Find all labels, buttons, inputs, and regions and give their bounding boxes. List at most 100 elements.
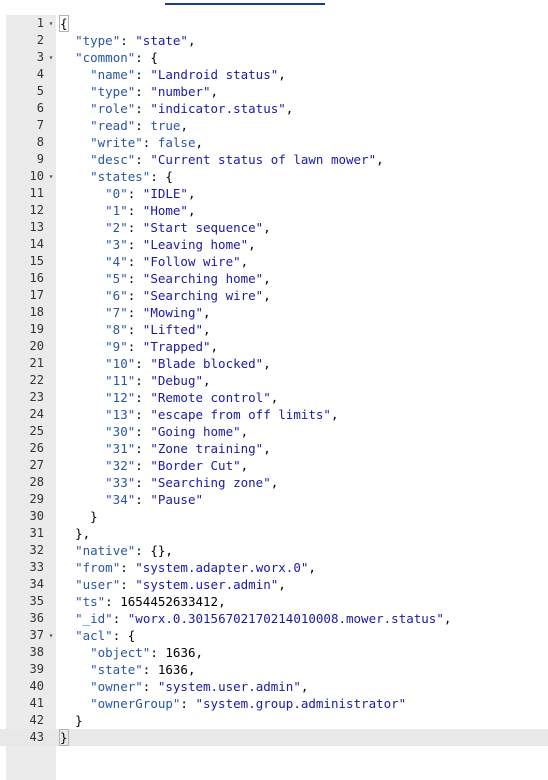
fold-toggle-icon[interactable]: ▾ — [48, 631, 54, 640]
code-line[interactable]: 28 "33": "Searching zone", — [0, 474, 548, 491]
line-number: 30 — [29, 509, 44, 523]
json-key: "ts" — [75, 594, 106, 609]
code-line[interactable]: 8 "write": false, — [0, 134, 548, 151]
code-line[interactable]: 20 "9": "Trapped", — [0, 338, 548, 355]
code-line[interactable]: 42 } — [0, 712, 548, 729]
json-value: "Trapped" — [142, 339, 211, 354]
code-line[interactable]: 19 "8": "Lifted", — [0, 321, 548, 338]
code-line[interactable]: 3▾ "common": { — [0, 49, 548, 66]
code-line[interactable]: 21 "10": "Blade blocked", — [0, 355, 548, 372]
json-value: "Mowing" — [142, 305, 204, 320]
code-line[interactable]: 43} — [0, 729, 548, 746]
json-punctuation: , — [240, 458, 249, 473]
code-line[interactable]: 10▾ "states": { — [0, 168, 548, 185]
json-key: "11" — [105, 373, 136, 388]
line-number: 12 — [29, 203, 44, 217]
json-key: "_id" — [75, 611, 113, 626]
code-line[interactable]: 34 "user": "system.user.admin", — [0, 576, 548, 593]
json-key: "6" — [105, 288, 128, 303]
json-key: "state" — [90, 662, 143, 677]
json-punctuation: , — [195, 645, 204, 660]
code-line[interactable]: 13 "2": "Start sequence", — [0, 219, 548, 236]
json-value: "Searching zone" — [150, 475, 271, 490]
code-line[interactable]: 26 "31": "Zone training", — [0, 440, 548, 457]
line-code: "read": true, — [90, 118, 188, 133]
code-line[interactable]: 11 "0": "IDLE", — [0, 185, 548, 202]
code-line[interactable]: 35 "ts": 1654452633412, — [0, 593, 548, 610]
code-line[interactable]: 22 "11": "Debug", — [0, 372, 548, 389]
code-line[interactable]: 15 "4": "Follow wire", — [0, 253, 548, 270]
code-line[interactable]: 39 "state": 1636, — [0, 661, 548, 678]
line-number: 19 — [29, 322, 44, 336]
code-line[interactable]: 38 "object": 1636, — [0, 644, 548, 661]
code-line[interactable]: 40 "owner": "system.user.admin", — [0, 678, 548, 695]
json-punctuation: , — [278, 67, 286, 82]
json-value: "Landroid status" — [150, 67, 279, 82]
json-key: "owner" — [90, 679, 143, 694]
line-code: "object": 1636, — [90, 645, 204, 660]
code-line[interactable]: 18 "7": "Mowing", — [0, 304, 548, 321]
line-code: "4": "Follow wire", — [105, 254, 249, 269]
fold-toggle-icon[interactable]: ▾ — [48, 53, 54, 62]
code-line[interactable]: 2 "type": "state", — [0, 32, 548, 49]
code-line[interactable]: 29 "34": "Pause" — [0, 491, 548, 508]
line-code: "5": "Searching home", — [105, 271, 271, 286]
json-editor[interactable]: 1▾{2 "type": "state",3▾ "common": {4 "na… — [0, 15, 548, 780]
code-line[interactable]: 7 "read": true, — [0, 117, 548, 134]
json-key: "states" — [90, 169, 151, 184]
json-punctuation: , — [187, 186, 196, 201]
json-punctuation: , — [240, 254, 249, 269]
code-line[interactable]: 1▾{ — [0, 15, 548, 32]
code-line[interactable]: 9 "desc": "Current status of lawn mower"… — [0, 151, 548, 168]
code-line[interactable]: 4 "name": "Landroid status", — [0, 66, 548, 83]
text-cursor — [67, 731, 69, 746]
code-line[interactable]: 33 "from": "system.adapter.worx.0", — [0, 559, 548, 576]
line-code: } — [60, 712, 83, 729]
line-number: 24 — [29, 407, 44, 421]
json-punctuation: , — [203, 373, 211, 388]
json-key: "1" — [105, 203, 128, 218]
line-code: "type": "number", — [90, 84, 219, 99]
code-line[interactable]: 31 }, — [0, 525, 548, 542]
fold-toggle-icon[interactable]: ▾ — [48, 19, 54, 28]
code-line[interactable]: 32 "native": {}, — [0, 542, 548, 559]
fold-toggle-icon[interactable]: ▾ — [48, 172, 54, 181]
code-lines[interactable]: 1▾{2 "type": "state",3▾ "common": {4 "na… — [0, 15, 548, 746]
line-code: "state": 1636, — [90, 662, 196, 677]
line-code: "8": "Lifted", — [105, 322, 211, 337]
line-code: "3": "Leaving home", — [105, 237, 256, 252]
code-line[interactable]: 12 "1": "Home", — [0, 202, 548, 219]
line-code: "1": "Home", — [105, 203, 196, 218]
line-number: 37 — [29, 628, 44, 642]
code-line[interactable]: 30 } — [0, 508, 548, 525]
json-value: "number" — [150, 84, 211, 99]
tab-indicator — [165, 3, 325, 5]
line-number: 39 — [29, 662, 44, 676]
code-line[interactable]: 16 "5": "Searching home", — [0, 270, 548, 287]
json-key: "32" — [105, 458, 136, 473]
json-key: "34" — [105, 492, 136, 507]
code-line[interactable]: 41 "ownerGroup": "system.group.administr… — [0, 695, 548, 712]
code-line[interactable]: 17 "6": "Searching wire", — [0, 287, 548, 304]
code-line[interactable]: 36 "_id": "worx.0.30156702170214010008.m… — [0, 610, 548, 627]
code-line[interactable]: 23 "12": "Remote control", — [0, 389, 548, 406]
code-line[interactable]: 24 "13": "escape from off limits", — [0, 406, 548, 423]
code-line[interactable]: 14 "3": "Leaving home", — [0, 236, 548, 253]
code-line[interactable]: 25 "30": "Going home", — [0, 423, 548, 440]
matched-bracket: } — [59, 729, 69, 746]
json-value: "indicator.status" — [150, 101, 286, 116]
json-punctuation: , — [376, 152, 384, 167]
json-value: "Searching home" — [142, 271, 264, 286]
code-line[interactable]: 6 "role": "indicator.status", — [0, 100, 548, 117]
code-line[interactable]: 5 "type": "number", — [0, 83, 548, 100]
json-punctuation: , — [270, 475, 279, 490]
code-line[interactable]: 27 "32": "Border Cut", — [0, 457, 548, 474]
line-code: "13": "escape from off limits", — [105, 407, 339, 422]
json-value: true — [150, 118, 181, 133]
line-number: 31 — [29, 526, 44, 540]
json-punctuation: } — [75, 713, 83, 728]
line-code: "states": { — [90, 169, 173, 184]
code-line[interactable]: 37▾ "acl": { — [0, 627, 548, 644]
line-code: "from": "system.adapter.worx.0", — [75, 560, 316, 575]
matched-bracket: { — [59, 15, 69, 32]
